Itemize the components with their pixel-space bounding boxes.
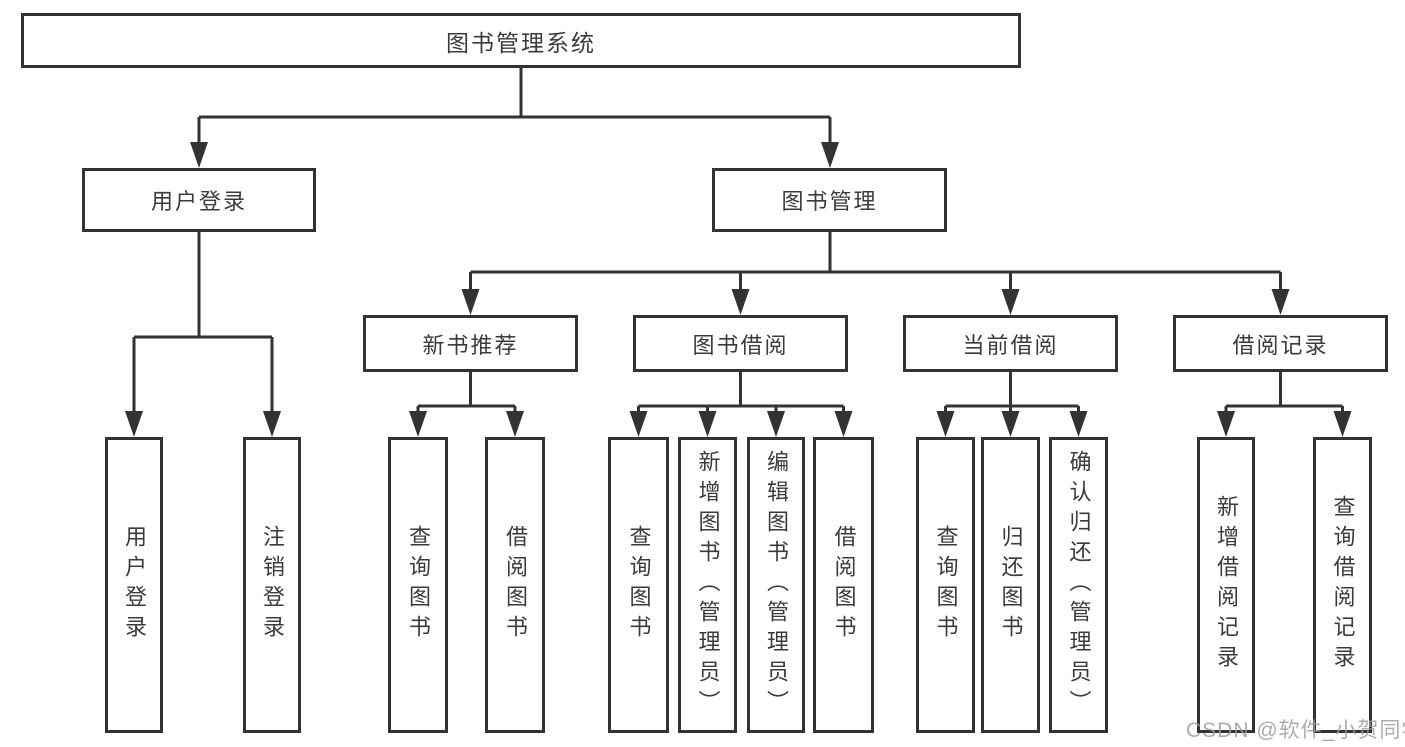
leaf-add-borrow-record: 新增借阅记录 (1197, 437, 1255, 733)
node-book-management: 图书管理 (712, 168, 947, 232)
node-borrowing-records: 借阅记录 (1173, 315, 1388, 372)
node-label: 查询借阅记录 (1330, 495, 1356, 675)
node-label: 图书管理 (781, 189, 878, 214)
node-label: 注销登录 (260, 525, 285, 645)
node-label: 借阅图书 (503, 525, 528, 645)
node-label: 查询图书 (406, 525, 431, 645)
leaf-borrow-books-recommend: 借阅图书 (485, 437, 545, 733)
node-new-book-recommend: 新书推荐 (363, 315, 578, 372)
leaf-user-login: 用户登录 (105, 437, 163, 733)
node-label: 编辑图书（管理员） (764, 450, 789, 720)
leaf-query-books-current: 查询图书 (916, 437, 975, 733)
node-label: 确认归还（管理员） (1066, 450, 1092, 720)
watermark: CSDN @软件_小贺同学 (1186, 719, 1405, 742)
leaf-logout: 注销登录 (243, 437, 301, 733)
leaf-edit-books-admin: 编辑图书（管理员） (747, 437, 805, 733)
node-label: 归还图书 (998, 525, 1024, 645)
leaf-query-books-recommend: 查询图书 (388, 437, 448, 733)
node-current-borrowing: 当前借阅 (903, 315, 1118, 372)
node-label: 借阅图书 (831, 525, 857, 645)
leaf-confirm-return-admin: 确认归还（管理员） (1049, 437, 1108, 733)
node-label: 当前借阅 (962, 332, 1059, 358)
node-label: 借阅记录 (1232, 332, 1329, 358)
leaf-query-books-borrow: 查询图书 (608, 437, 669, 733)
node-label: 用户登录 (122, 525, 147, 645)
node-root: 图书管理系统 (21, 13, 1021, 68)
leaf-return-books: 归还图书 (981, 437, 1040, 733)
node-label: 图书管理系统 (446, 29, 596, 56)
node-label: 新书推荐 (422, 332, 519, 358)
arrowheads (125, 142, 1352, 437)
node-label: 图书借阅 (692, 332, 789, 358)
node-label: 新增图书（管理员） (695, 450, 721, 720)
node-label: 查询图书 (933, 525, 959, 645)
leaf-query-borrow-record: 查询借阅记录 (1313, 437, 1372, 733)
node-user-login-branch: 用户登录 (82, 168, 316, 232)
node-label: 新增借阅记录 (1214, 495, 1239, 675)
node-label: 查询图书 (626, 525, 652, 645)
leaf-add-books-admin: 新增图书（管理员） (678, 437, 737, 733)
node-label: 用户登录 (150, 189, 247, 214)
leaf-borrow-books: 借阅图书 (813, 437, 874, 733)
node-book-borrowing: 图书借阅 (633, 315, 848, 372)
